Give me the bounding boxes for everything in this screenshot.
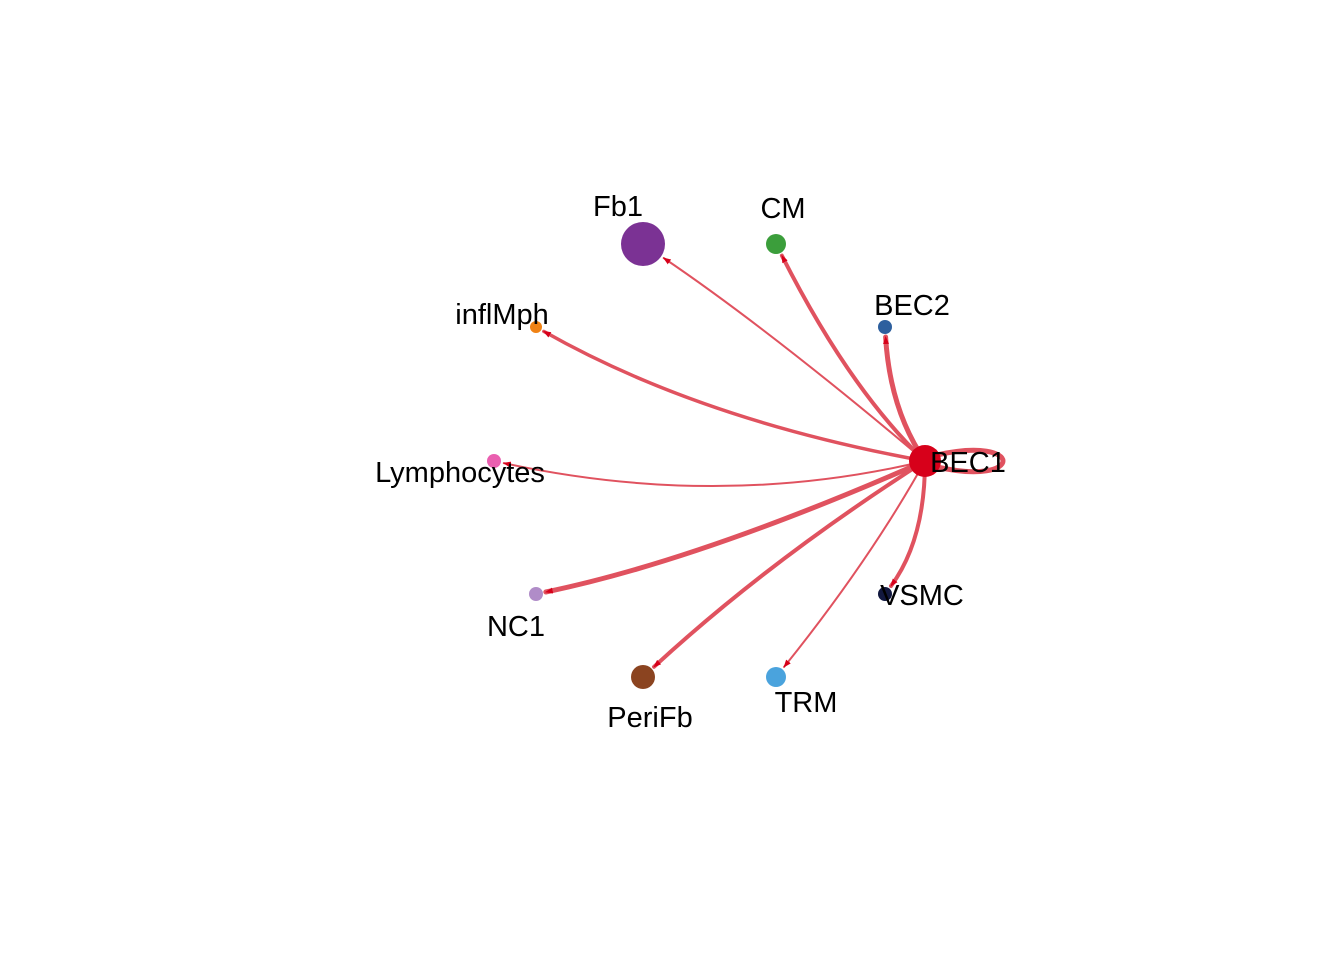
node-lymphocytes bbox=[487, 454, 501, 468]
node-fb1 bbox=[621, 222, 665, 266]
edge-bec1-lymphocytes bbox=[502, 460, 926, 488]
edge-bec1-perifb bbox=[652, 459, 927, 669]
edge-bec1-self-loop bbox=[934, 447, 1006, 475]
node-bec1 bbox=[909, 445, 941, 477]
node-trm bbox=[766, 667, 786, 687]
edge-bec1-trm bbox=[783, 460, 926, 668]
node-perifb bbox=[631, 665, 655, 689]
edge-bec1-cm bbox=[779, 253, 927, 463]
label-trm: TRM bbox=[775, 687, 838, 719]
node-nc1 bbox=[529, 587, 543, 601]
label-bec2: BEC2 bbox=[874, 290, 950, 322]
label-lymphocytes: Lymphocytes bbox=[375, 457, 545, 489]
label-cm: CM bbox=[760, 193, 805, 225]
nodes bbox=[487, 222, 941, 689]
label-vsmc: VSMC bbox=[880, 580, 964, 612]
edge-bec1-fb1 bbox=[662, 257, 926, 462]
node-cm bbox=[766, 234, 786, 254]
labels: Fb1 CM BEC2 inflMph Lymphocytes NC1 Peri… bbox=[375, 191, 1006, 734]
label-nc1: NC1 bbox=[487, 611, 545, 643]
node-inflmph bbox=[530, 321, 542, 333]
label-perifb: PeriFb bbox=[607, 702, 692, 734]
label-fb1: Fb1 bbox=[593, 191, 643, 223]
label-inflmph: inflMph bbox=[455, 299, 549, 331]
edge-bec1-vsmc bbox=[889, 459, 927, 588]
node-bec2 bbox=[878, 320, 892, 334]
edge-bec1-inflmph bbox=[542, 329, 927, 463]
edge-bec1-nc1 bbox=[543, 458, 928, 595]
node-vsmc bbox=[878, 587, 892, 601]
label-bec1: BEC1 bbox=[930, 447, 1006, 479]
